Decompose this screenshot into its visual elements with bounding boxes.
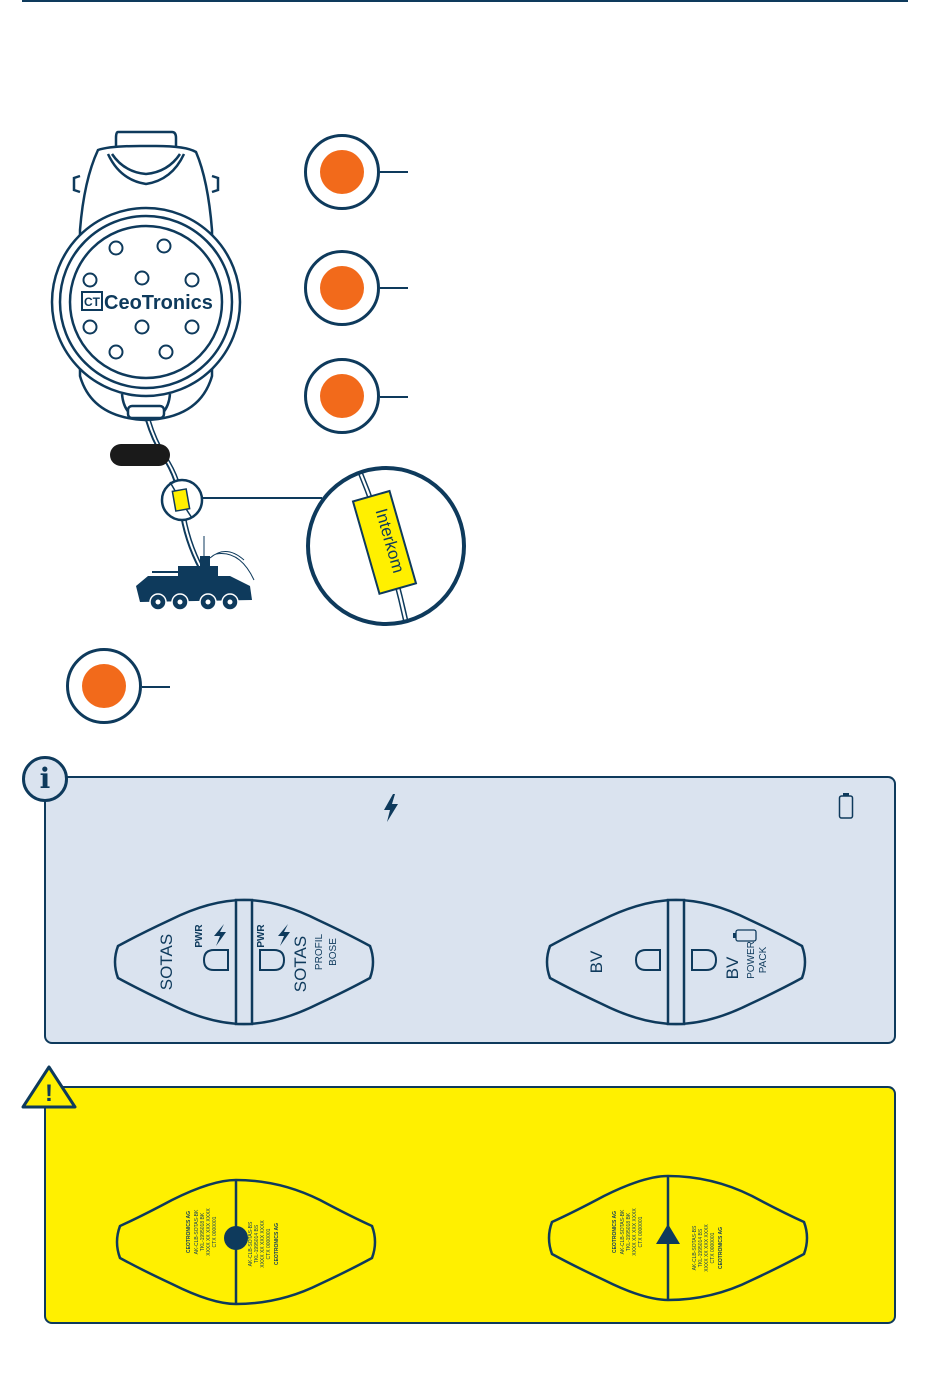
power-label: POWER xyxy=(746,941,757,979)
warning-label-left: CEOTRONICS AG AK-CLB-SOTAS-BK TKL-199501… xyxy=(115,1178,377,1306)
bv-right-label: BV xyxy=(723,956,742,979)
lightning-bolt-icon xyxy=(384,794,398,822)
callout-marker-3 xyxy=(304,358,380,434)
svg-text:TKL-1995018 BK: TKL-1995018 BK xyxy=(200,1212,206,1251)
svg-text:XXXX XX XXX XXXX: XXXX XX XXX XXXX xyxy=(206,1208,212,1256)
bose-label: BOSE xyxy=(328,938,339,966)
brand-logo: CT CeoTronics xyxy=(81,291,213,314)
profil-label: PROFIL xyxy=(314,934,325,971)
callout-leader-2 xyxy=(380,287,408,289)
callout-dot xyxy=(320,374,364,418)
svg-text:TKL-1995014 BS: TKL-1995014 BS xyxy=(254,1224,260,1263)
pack-label: PACK xyxy=(758,946,769,973)
svg-text:CEOTRONICS AG: CEOTRONICS AG xyxy=(612,1211,618,1253)
lightning-bolt-icon xyxy=(214,924,226,946)
device-illustration: CT CeoTronics Interkom xyxy=(50,130,466,626)
callout-dot xyxy=(320,150,364,194)
svg-text:XXXX XX XXX XXXX: XXXX XX XXX XXXX xyxy=(704,1224,710,1272)
svg-text:AK-CLB-SOTAS-BK: AK-CLB-SOTAS-BK xyxy=(620,1209,626,1254)
lightning-bolt-icon xyxy=(278,924,290,946)
svg-text:CTX 0000001: CTX 0000001 xyxy=(710,1232,716,1263)
pwr-right-label: PWR xyxy=(256,924,267,948)
svg-text:XXXX XX XXX XXXX: XXXX XX XXX XXXX xyxy=(632,1208,638,1256)
battery-icon xyxy=(838,793,854,819)
warning-triangle-icon: ! xyxy=(21,1065,77,1109)
callout-leader-3 xyxy=(380,396,408,398)
svg-text:XXXX XX XXX XXXX: XXXX XX XXX XXXX xyxy=(260,1220,266,1268)
info-icon: i xyxy=(22,756,68,802)
cable-grip xyxy=(110,444,170,466)
svg-text:CEOTRONICS AG: CEOTRONICS AG xyxy=(718,1227,724,1269)
callout-marker-2 xyxy=(304,250,380,326)
svg-text:CEOTRONICS AG: CEOTRONICS AG xyxy=(274,1223,280,1265)
cable-tag-large xyxy=(351,489,418,595)
dot-marker-icon xyxy=(224,1226,248,1250)
svg-text:TKL-1995018 BK: TKL-1995018 BK xyxy=(626,1212,632,1251)
svg-text:CEOTRONICS AG: CEOTRONICS AG xyxy=(186,1211,192,1253)
callout-leader-4 xyxy=(142,686,170,688)
callout-dot xyxy=(82,664,126,708)
svg-text:AK-CLB-SOTAS-BS: AK-CLB-SOTAS-BS xyxy=(692,1225,698,1270)
svg-text:CTX 0000001: CTX 0000001 xyxy=(638,1216,644,1247)
svg-text:!: ! xyxy=(45,1080,53,1107)
callout-dot xyxy=(320,266,364,310)
warning-label-right: CEOTRONICS AG AK-CLB-SOTAS-BK TKL-199501… xyxy=(547,1174,809,1302)
svg-text:CeoTronics: CeoTronics xyxy=(104,292,213,314)
triangle-marker-icon xyxy=(656,1224,680,1244)
callout-marker-4 xyxy=(66,648,142,724)
svg-text:AK-CLB-SOTAS-BK: AK-CLB-SOTAS-BK xyxy=(194,1209,200,1254)
vehicle-icon xyxy=(136,536,255,611)
svg-text:CT: CT xyxy=(84,295,101,309)
sotas-left-label: SOTAS xyxy=(157,934,176,990)
bv-left-label: BV xyxy=(587,950,606,973)
battery-icon xyxy=(733,929,757,942)
sotas-right-label: SOTAS xyxy=(291,936,310,992)
cable-tag-small xyxy=(171,488,191,512)
pwr-left-label: PWR xyxy=(194,924,205,948)
svg-text:TKL-1995014 BS: TKL-1995014 BS xyxy=(698,1228,704,1267)
callout-leader-1 xyxy=(380,171,408,173)
svg-text:CTX 0000001: CTX 0000001 xyxy=(212,1216,218,1247)
connector-sotas: SOTAS PWR PWR SOTAS PROFIL BOSE xyxy=(113,898,375,1026)
connector-bv: BV BV POWER PACK xyxy=(545,898,807,1026)
svg-text:AK-CLB-SOTAS-BS: AK-CLB-SOTAS-BS xyxy=(248,1221,254,1266)
svg-text:CTX 0000001: CTX 0000001 xyxy=(266,1228,272,1259)
top-rule xyxy=(22,0,908,2)
callout-marker-1 xyxy=(304,134,380,210)
